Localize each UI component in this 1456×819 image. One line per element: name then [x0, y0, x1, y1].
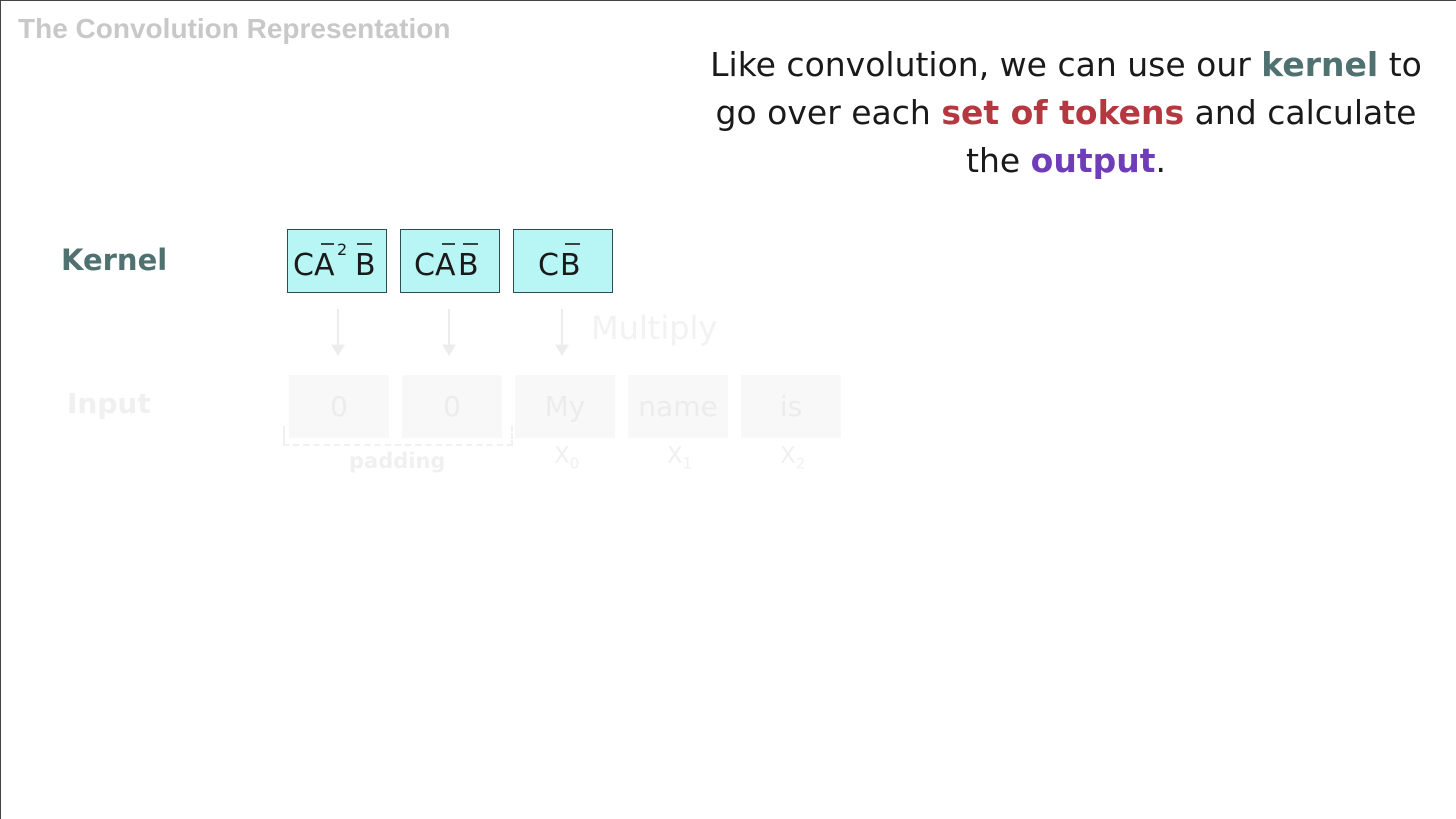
input-label: Input [67, 387, 151, 420]
kernel-cell-3-formula: C B [538, 243, 581, 283]
kernel-cell-1-char-a: A [314, 248, 335, 283]
kernel-cell-1-char-b: B [355, 248, 376, 283]
kernel-cell-1: C A 2 B [287, 229, 387, 293]
multiply-arrow-3 [555, 309, 569, 356]
caption-output-word: output [1030, 141, 1156, 180]
caption-text-2: to go over each [715, 45, 1422, 132]
x-label-0-sub: 0 [569, 454, 580, 473]
kernel-cell-1-formula: C A 2 B [293, 240, 376, 283]
kernel-cell-3-char-c: C [538, 248, 559, 283]
x-label-0-base: X [554, 443, 570, 469]
x-label-1: X1 [667, 443, 692, 473]
x-label-2-base: X [780, 443, 796, 469]
caption-text-1: Like convolution, we can use our [710, 45, 1262, 84]
input-token-5: is [741, 375, 841, 438]
caption-kernel-word: kernel [1261, 45, 1379, 84]
kernel-cell-2-char-c: C [414, 248, 435, 283]
input-token-3: My [515, 375, 615, 438]
multiply-arrow-1 [331, 309, 345, 356]
kernel-cell-2: C A B [400, 229, 500, 293]
caption: Like convolution, we can use our kernel … [701, 41, 1431, 185]
kernel-cell-3: C B [513, 229, 613, 293]
x-label-2-sub: 2 [795, 454, 806, 473]
kernel-cell-3-char-b: B [560, 248, 581, 283]
caption-text-3: and calculate the [966, 93, 1417, 180]
caption-text-4: . [1155, 141, 1167, 180]
kernel-cell-1-char-c: C [293, 248, 314, 283]
kernel-cell-2-formula: C A B [414, 243, 479, 283]
x-label-1-sub: 1 [682, 454, 693, 473]
x-label-2: X2 [780, 443, 805, 473]
caption-tokens-phrase: set of tokens [941, 93, 1185, 132]
slide-title: The Convolution Representation [18, 13, 451, 44]
padding-bracket [283, 426, 513, 446]
input-token-4: name [628, 375, 728, 438]
kernel-cell-1-superscript: 2 [337, 240, 347, 259]
input-token-2: 0 [402, 375, 502, 438]
kernel-cell-2-char-a: A [435, 248, 456, 283]
input-token-1: 0 [289, 375, 389, 438]
kernel-cell-2-char-b: B [458, 248, 479, 283]
kernel-label: Kernel [61, 243, 168, 277]
multiply-arrow-2 [442, 309, 456, 356]
padding-label: padding [349, 449, 446, 473]
x-label-0: X0 [554, 443, 579, 473]
x-label-1-base: X [667, 443, 683, 469]
multiply-label: Multiply [591, 309, 718, 347]
